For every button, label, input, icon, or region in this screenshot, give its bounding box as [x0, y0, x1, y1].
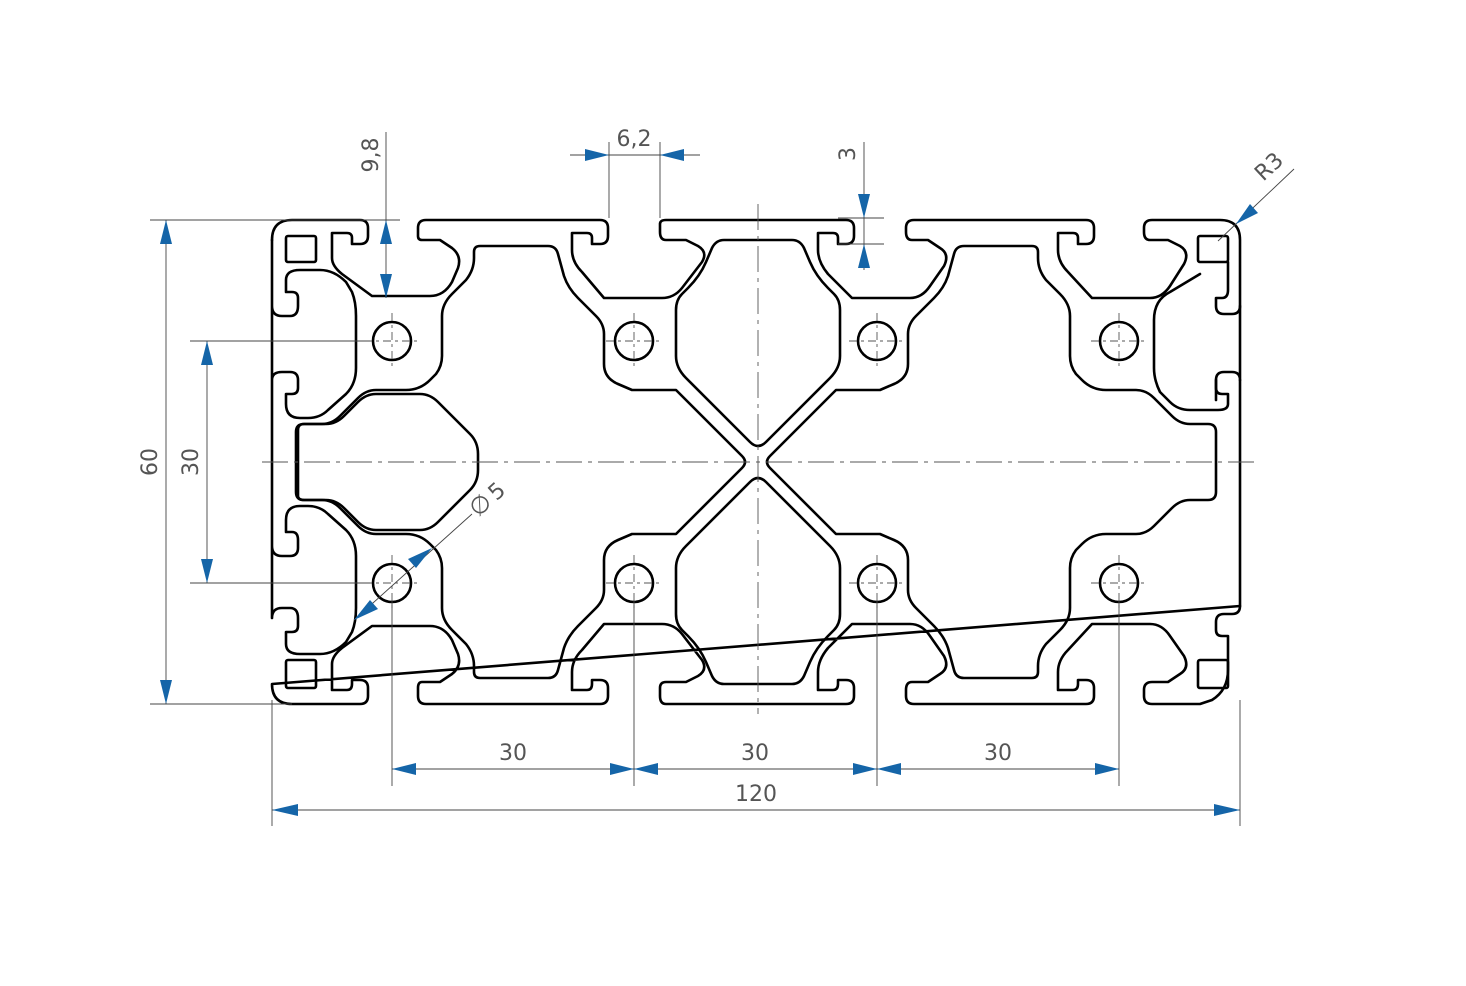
label-width-total: 120: [735, 782, 777, 807]
label-slot-width: 6,2: [617, 127, 652, 152]
label-hole-pitch-3: 30: [984, 741, 1012, 766]
label-hole-pitch-2: 30: [741, 741, 769, 766]
hole-top-3: [856, 320, 898, 362]
hole-top-4: [1098, 320, 1140, 362]
label-hole-pitch-1: 30: [499, 741, 527, 766]
center-lines: [262, 204, 1254, 714]
label-wall-thickness: 3: [836, 147, 861, 161]
hole-top-1: [371, 320, 413, 362]
profile-outline: [270, 218, 1242, 706]
dimension-arrows: [160, 149, 1258, 816]
profile-cavities: [284, 234, 1230, 690]
label-corner-radius: R3: [1250, 148, 1288, 186]
label-slot-depth: 9,8: [359, 138, 384, 173]
label-height-total: 60: [138, 448, 163, 476]
hole-top-2: [613, 320, 655, 362]
label-hole-vertical-pitch: 30: [179, 448, 204, 476]
dimension-lines: [150, 132, 1295, 826]
